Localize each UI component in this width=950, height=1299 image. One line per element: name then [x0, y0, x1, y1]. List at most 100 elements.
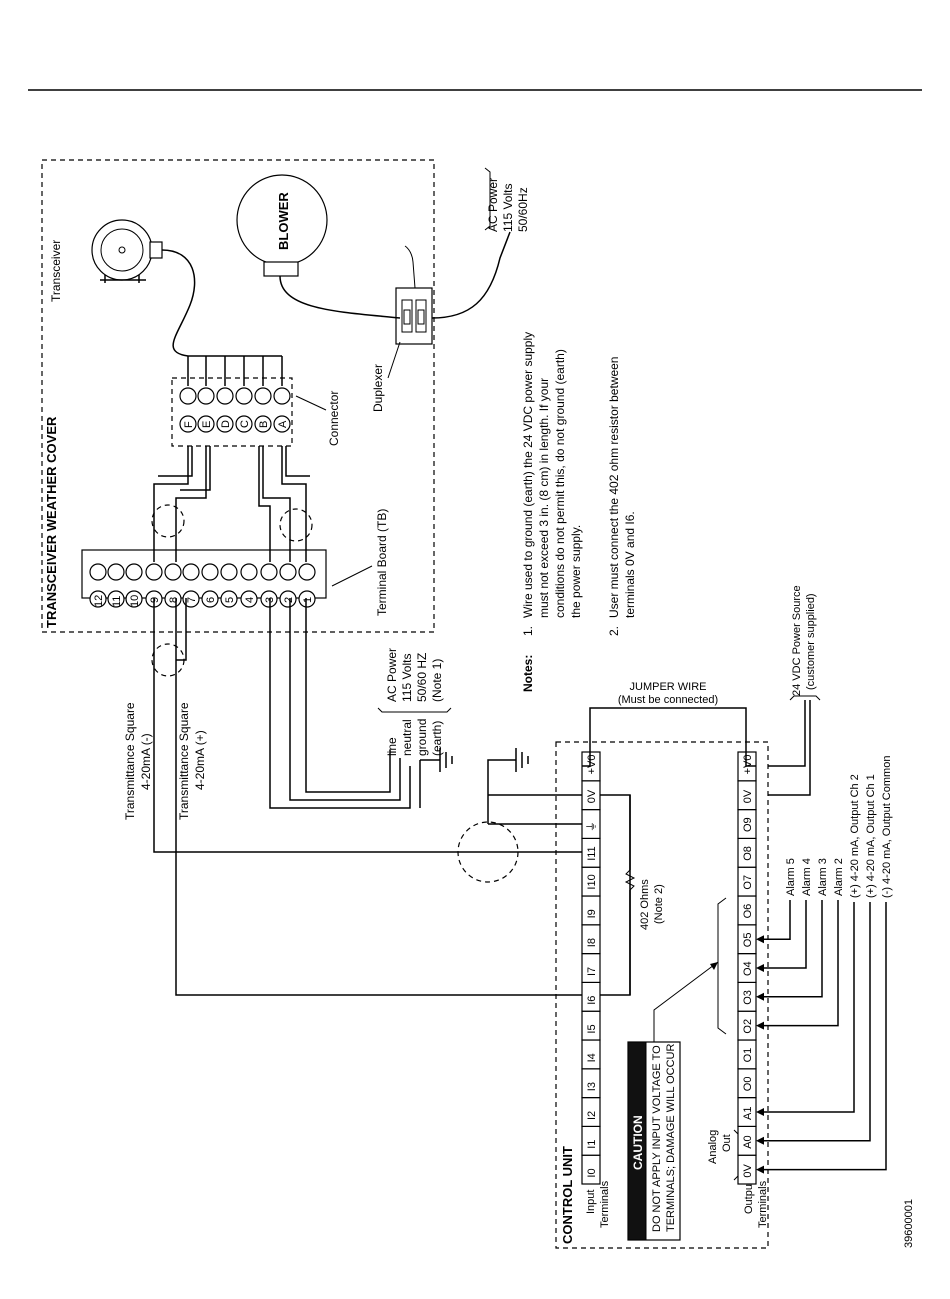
- tb-terminal-2: 2: [279, 563, 297, 608]
- control-unit-title: CONTROL UNIT: [560, 1146, 575, 1244]
- connector-pin-d: D: [216, 387, 234, 433]
- tb-terminal-label: 5: [224, 597, 236, 603]
- output-terminal-13: 0V: [737, 780, 757, 811]
- svg-text:Wire used to ground (earth) th: Wire used to ground (earth) the 24 VDC p…: [521, 332, 535, 618]
- input-terminal-9: I9: [581, 895, 601, 926]
- connector-to-tb-wires: [153, 446, 310, 562]
- vdc-source-label: 24 VDC Power Source (customer supplied): [789, 585, 821, 701]
- transceiver-cable: [161, 249, 282, 357]
- input-terminal-label: I8: [586, 938, 598, 947]
- output-label: Alarm 5: [785, 858, 797, 896]
- duplexer-cord: [404, 245, 416, 289]
- output-terminal-5: O2: [737, 1010, 757, 1041]
- note-1-number: 1.: [521, 626, 535, 636]
- output-wire-0: [756, 900, 791, 944]
- control-unit-outline: [555, 741, 769, 1249]
- input-terminal-label: I1: [586, 1140, 598, 1149]
- tb-terminal-label: 1: [302, 597, 314, 603]
- outputs-bracket: [717, 897, 727, 1035]
- output-terminal-4: O1: [737, 1039, 757, 1070]
- svg-text:50/60 HZ: 50/60 HZ: [415, 653, 429, 702]
- tb-terminal-7: 7: [182, 563, 200, 608]
- svg-text:Analog: Analog: [707, 1130, 719, 1164]
- caution-title: CAUTION: [631, 1115, 645, 1170]
- tb-terminal-label: 11: [111, 596, 123, 607]
- input-terminal-label: +V0: [586, 755, 598, 775]
- tb-terminal-4: 4: [240, 563, 258, 608]
- input-terminal-8: I8: [581, 924, 601, 955]
- power-lines-label: line neutral ground (earth): [385, 719, 444, 756]
- tb-terminal-6: 6: [201, 563, 219, 608]
- output-terminal-2: A1: [737, 1096, 757, 1127]
- svg-text:(Note 2): (Note 2): [653, 884, 665, 924]
- output-terminal-10: O7: [737, 866, 757, 897]
- input-terminal-label: I10: [586, 874, 598, 889]
- input-terminal-label: I9: [586, 909, 598, 918]
- input-terminal-10: I10: [581, 866, 601, 897]
- input-terminal-label: I6: [586, 996, 598, 1005]
- svg-text:Transmittance Square: Transmittance Square: [177, 702, 191, 820]
- svg-text:AC Power: AC Power: [385, 648, 399, 702]
- tb-terminal-label: 12: [93, 595, 105, 607]
- svg-text:User must connect the 402 ohm: User must connect the 402 ohm resistor b…: [607, 357, 621, 618]
- output-terminal-label: A0: [742, 1135, 754, 1148]
- output-label: (+) 4-20 mA, Output Ch 1: [865, 774, 877, 898]
- caution-arrowhead: [710, 962, 718, 970]
- note-2-number: 2.: [607, 626, 621, 636]
- tb-terminal-label: 4: [244, 597, 256, 603]
- tb-terminal-label: 10: [129, 595, 141, 607]
- output-terminal-label: O8: [742, 846, 754, 861]
- output-terminal-11: O8: [737, 837, 757, 868]
- duplexer-leader: [387, 341, 401, 379]
- input-terminal-7: I7: [581, 952, 601, 983]
- input-terminal-label: I5: [586, 1024, 598, 1033]
- svg-text:4-20mA (+): 4-20mA (+): [193, 730, 207, 790]
- figure-id: 39600001: [903, 1199, 915, 1248]
- input-terminal-label: I7: [586, 967, 598, 976]
- output-terminal-label: 0V: [742, 1163, 754, 1177]
- output-terminal-9: O6: [737, 895, 757, 926]
- duplexer-icon: [395, 287, 433, 345]
- svg-text:(Must be connected): (Must be connected): [618, 694, 718, 706]
- output-terminal-label: O2: [742, 1019, 754, 1034]
- terminal-board-label: Terminal Board (TB): [375, 509, 389, 616]
- blower-cable: [279, 275, 401, 319]
- input-terminal-label: 0V: [586, 789, 598, 803]
- connector-label: Connector: [327, 391, 341, 446]
- tb-terminal-label: 9: [149, 597, 161, 603]
- input-terminal-label: I2: [586, 1111, 598, 1120]
- transmittance-pos-label: Transmittance Square 4-20mA (+): [177, 702, 207, 820]
- svg-text:JUMPER WIRE: JUMPER WIRE: [630, 681, 707, 693]
- output-label: Alarm 2: [833, 858, 845, 896]
- resistor-label: 402 Ohms (Note 2): [639, 879, 665, 930]
- tb-terminal-5: 5: [220, 563, 238, 608]
- input-terminal-label: I11: [586, 846, 598, 860]
- svg-text:line: line: [385, 737, 399, 756]
- terminal-board-leader: [331, 565, 373, 587]
- input-terminal-1: I1: [581, 1125, 601, 1156]
- output-terminal-3: O0: [737, 1068, 757, 1099]
- output-terminal-12: O9: [737, 808, 757, 839]
- input-terminal-5: I5: [581, 1010, 601, 1041]
- svg-text:(Note 1): (Note 1): [430, 659, 444, 702]
- input-terminal-3: I3: [581, 1068, 601, 1099]
- jumper-wire: [582, 707, 756, 767]
- svg-text:Terminals: Terminals: [757, 1180, 769, 1228]
- connector-pin-a: A: [273, 387, 291, 433]
- output-terminal-label: O7: [742, 875, 754, 890]
- svg-text:AC Power: AC Power: [486, 178, 500, 232]
- tb-terminal-1: 1: [298, 563, 316, 608]
- note-2: User must connect the 402 ohm resistor b…: [607, 357, 637, 618]
- connector-outline: [171, 377, 293, 447]
- notes-label: Notes:: [521, 655, 535, 692]
- svg-text:terminals 0V and I6.: terminals 0V and I6.: [623, 511, 637, 618]
- connector-pin-label: B: [258, 421, 270, 428]
- shield-circle-2: [279, 508, 313, 542]
- output-wire-4: [756, 902, 855, 1116]
- svg-text:115 Volts: 115 Volts: [501, 184, 515, 232]
- connector-pin-f: F: [179, 387, 197, 433]
